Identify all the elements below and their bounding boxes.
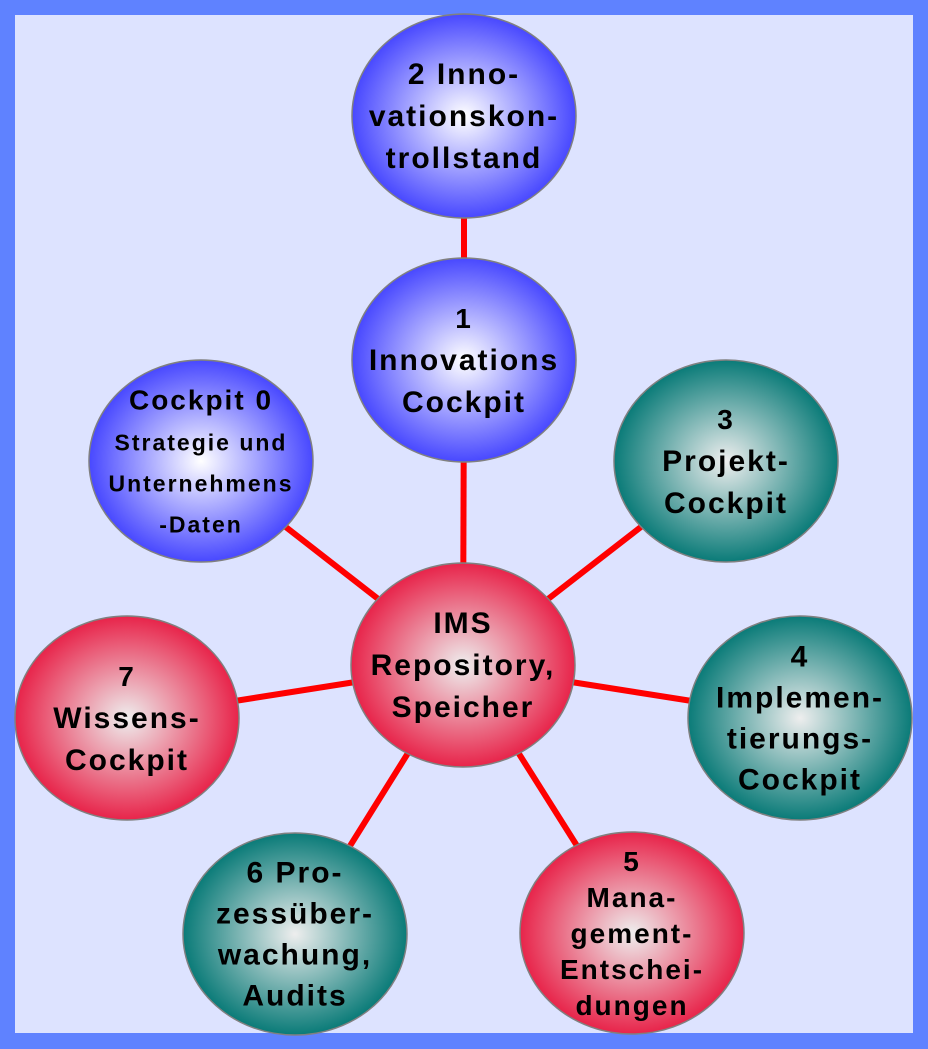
node-label-line: 7 — [118, 661, 136, 692]
node-label-line: 6 Pro- — [246, 857, 343, 890]
node-label-line: IMS — [433, 607, 492, 640]
node-label-line: zessüber- — [216, 898, 374, 931]
node-label-line: 5 — [623, 846, 641, 877]
node-label-line: Cockpit — [664, 487, 788, 520]
node-label-line: gement- — [571, 918, 694, 949]
node-label-line: vationskon- — [369, 100, 559, 133]
node-label-line: -Daten — [159, 512, 243, 538]
node-label-line: 1 — [455, 303, 473, 334]
node-ims[interactable]: IMS Repository, Speicher — [350, 562, 576, 768]
node-label-line: tierungs- — [727, 723, 873, 756]
node-label-line: Innovations — [369, 344, 559, 377]
node-label-line: 4 — [791, 641, 810, 674]
node-label-line: Cockpit — [65, 744, 189, 777]
node-label-line: Audits — [242, 980, 347, 1013]
node-label-line: wachung, — [217, 939, 372, 972]
node-circle — [350, 562, 576, 768]
node-label-line: 2 Inno- — [408, 58, 520, 91]
node-label-line: Cockpit — [402, 386, 526, 419]
node-cockpit-2[interactable]: 2 Inno-vationskon-trollstand — [351, 13, 577, 219]
node-label-line: Wissens- — [53, 702, 200, 735]
node-label-line: 3 — [717, 404, 735, 435]
node-label-line: Repository, — [371, 649, 556, 682]
node-circle — [14, 615, 240, 821]
node-circle — [613, 359, 839, 563]
node-label-line: Cockpit 0 — [129, 385, 273, 416]
node-label-line: Cockpit — [738, 764, 862, 797]
node-circle — [88, 359, 314, 563]
node-circle — [519, 831, 745, 1035]
node-circle — [351, 257, 577, 463]
node-cockpit-6[interactable]: 6 Pro-zessüber-wachung, Audits — [182, 832, 408, 1036]
node-label-line: Implemen- — [716, 682, 884, 715]
node-label-line: dungen — [575, 990, 688, 1021]
node-label-line: Speicher — [392, 691, 535, 724]
node-circle — [182, 832, 408, 1036]
node-circle — [687, 615, 913, 821]
node-label-line: Strategie und — [115, 430, 288, 456]
node-label-line: Projekt- — [662, 445, 790, 478]
node-circle — [351, 13, 577, 219]
node-label-line: Mana- — [587, 882, 678, 913]
node-label-line: trollstand — [386, 142, 543, 175]
node-label-line: Entschei- — [560, 954, 704, 985]
node-label-line: Unternehmens — [108, 471, 293, 497]
